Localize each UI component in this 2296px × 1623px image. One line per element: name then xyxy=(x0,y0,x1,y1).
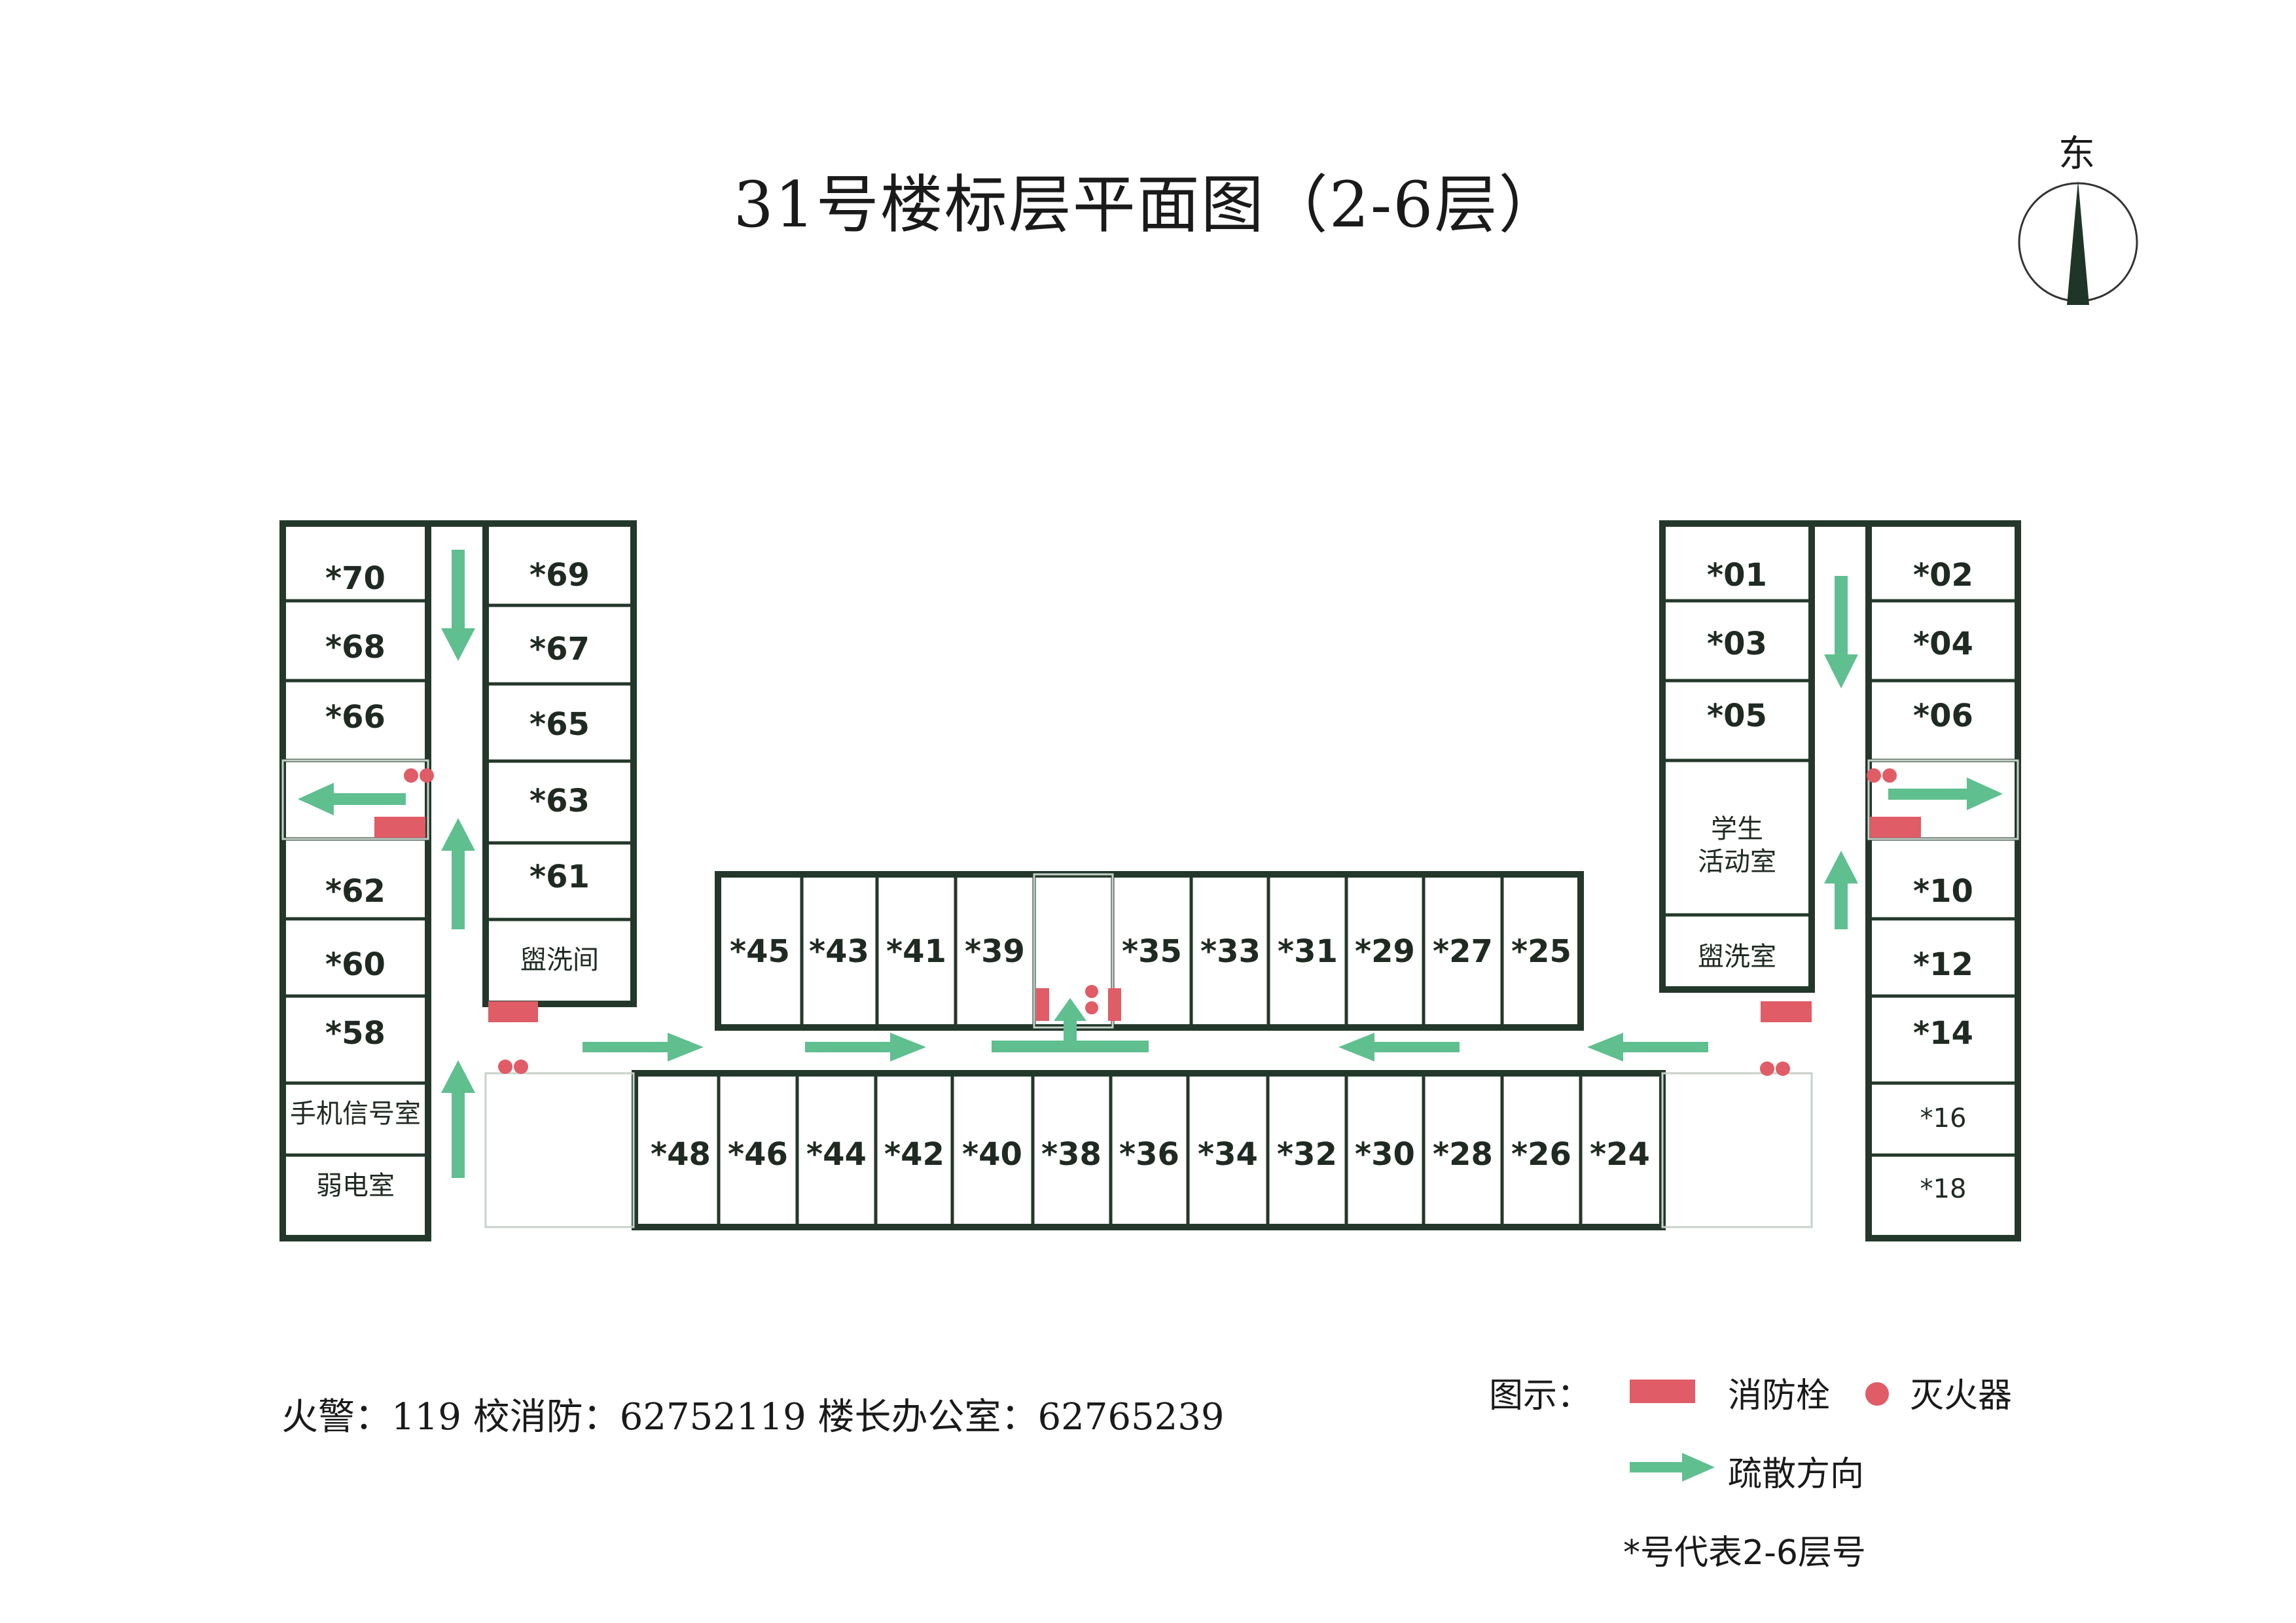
room-label: *33 xyxy=(1200,933,1261,970)
hydrant-marker xyxy=(1036,988,1049,1021)
room-label: 学生 xyxy=(1711,814,1763,844)
room-label: 盥洗室 xyxy=(1698,942,1776,972)
building-walls xyxy=(279,520,2021,1241)
room-label: *32 xyxy=(1277,1136,1337,1173)
room-label: *18 xyxy=(1920,1174,1967,1204)
room-label: 手机信号室 xyxy=(290,1099,421,1129)
room-label: *61 xyxy=(529,859,590,895)
room-label: *62 xyxy=(325,873,386,910)
room-label: *24 xyxy=(1590,1136,1650,1173)
page-title: 31号楼标层平面图（2-6层） xyxy=(733,168,1563,241)
room-label: *10 xyxy=(1913,873,1973,910)
room-label: *39 xyxy=(965,933,1025,970)
hydrant-markers xyxy=(374,817,1921,1022)
room-label: *63 xyxy=(529,783,590,819)
room-label: *05 xyxy=(1707,698,1767,734)
room-label: *30 xyxy=(1355,1136,1415,1173)
room-label: 盥洗间 xyxy=(520,945,599,975)
room-label: *41 xyxy=(886,933,946,970)
evacuation-arrows xyxy=(298,550,2003,1178)
room-label: *06 xyxy=(1913,698,1973,734)
legend-hydrant-label: 消防栓 xyxy=(1728,1376,1831,1416)
room-label: *34 xyxy=(1198,1136,1258,1173)
room-label: *70 xyxy=(325,560,386,597)
room-label: *36 xyxy=(1119,1136,1179,1173)
room-label: *66 xyxy=(325,699,386,736)
legend-evacuation-label: 疏散方向 xyxy=(1728,1455,1865,1494)
room-label: *14 xyxy=(1913,1015,1973,1052)
room-label: *29 xyxy=(1355,933,1415,970)
room-label: *02 xyxy=(1913,557,1973,594)
room-label: *26 xyxy=(1511,1136,1571,1173)
room-label: *43 xyxy=(809,933,869,970)
room-label: *38 xyxy=(1041,1136,1102,1173)
north-arrow-icon xyxy=(2018,181,2138,305)
room-label: *68 xyxy=(325,629,386,666)
room-label: *69 xyxy=(529,557,590,594)
room-label: *27 xyxy=(1433,933,1493,970)
hydrant-marker xyxy=(1108,988,1121,1021)
room-label: *03 xyxy=(1707,626,1767,662)
room-label: 弱电室 xyxy=(316,1171,395,1201)
room-label: *12 xyxy=(1913,946,1973,983)
washroom-hatch xyxy=(281,759,2019,1228)
room-label: *44 xyxy=(806,1136,867,1173)
hydrant-marker xyxy=(374,817,425,838)
room-label: *65 xyxy=(529,706,590,743)
room-label: *25 xyxy=(1511,933,1571,970)
legend-hydrant-swatch xyxy=(1630,1380,1695,1403)
compass-label: 东 xyxy=(2058,133,2095,175)
room-label: *16 xyxy=(1920,1103,1967,1133)
hydrant-marker xyxy=(1761,1001,1812,1022)
room-label: *45 xyxy=(730,933,790,970)
hydrant-marker xyxy=(1870,817,1921,838)
room-label: *31 xyxy=(1278,933,1338,970)
floor-number-note: *号代表2-6层号 xyxy=(1623,1533,1866,1573)
room-label: *60 xyxy=(325,946,386,983)
legend-title: 图示： xyxy=(1489,1376,1592,1416)
room-label: *58 xyxy=(325,1015,386,1052)
room-label: *48 xyxy=(651,1136,711,1173)
emergency-phone-numbers: 火警：119 校消防：62752119 楼长办公室：62765239 xyxy=(281,1396,1225,1438)
room-label: *01 xyxy=(1707,557,1767,594)
room-label: *67 xyxy=(529,631,590,668)
room-label: *40 xyxy=(962,1136,1022,1173)
hydrant-marker xyxy=(488,1001,538,1022)
room-label: *46 xyxy=(728,1136,788,1173)
legend-extinguisher-dot xyxy=(1865,1382,1889,1406)
extinguisher-markers xyxy=(404,768,1897,1076)
room-label: *42 xyxy=(884,1136,944,1173)
legend-extinguisher-label: 灭火器 xyxy=(1910,1376,2013,1416)
room-label: *28 xyxy=(1433,1136,1493,1173)
legend-evacuation-arrow-icon xyxy=(1630,1453,1715,1482)
room-label: 活动室 xyxy=(1698,847,1776,877)
room-label: *04 xyxy=(1913,626,1973,662)
room-label: *35 xyxy=(1122,933,1182,970)
